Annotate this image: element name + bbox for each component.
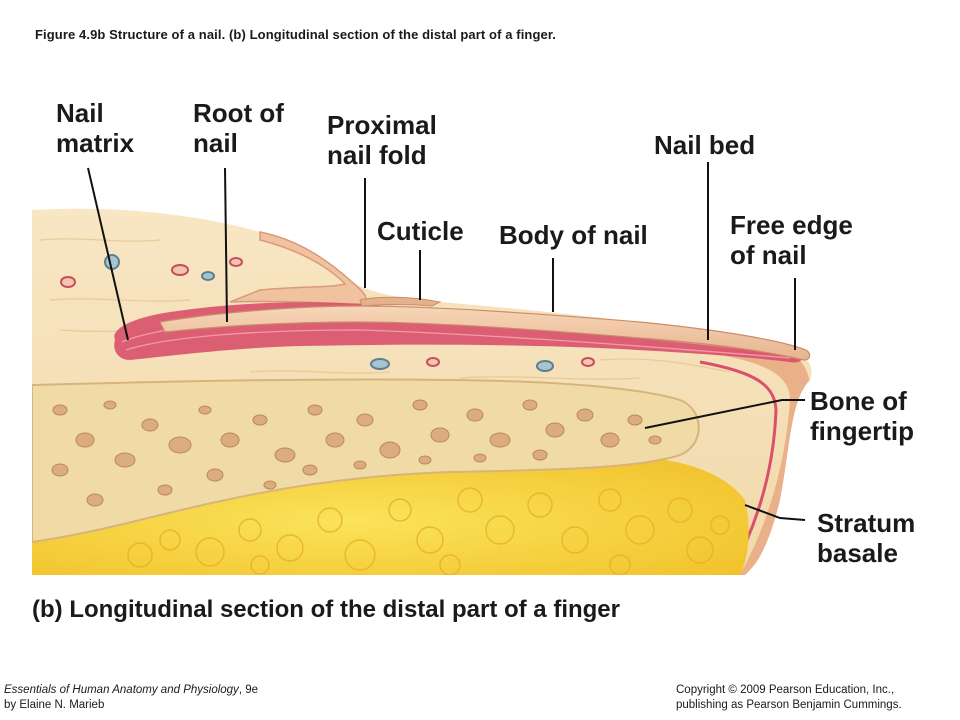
leader-root-of-nail (224, 167, 228, 323)
label-body-of-nail-line1: Body of nail (499, 220, 648, 250)
label-bone-line1: Bone of (810, 386, 907, 416)
leader-stratum-basale (744, 504, 806, 521)
bone (32, 378, 700, 544)
bone-pores (51, 399, 662, 507)
label-proximal-nail-fold-line1: Proximal (327, 110, 437, 140)
label-nail-matrix-line1: Nail (56, 98, 104, 128)
label-stratum-basale: Stratum basale (817, 508, 915, 568)
leader-bone-of-fingertip (644, 399, 805, 429)
label-cuticle: Cuticle (377, 216, 464, 246)
footer-author: by Elaine N. Marieb (4, 699, 105, 711)
label-proximal-nail-fold: Proximal nail fold (327, 110, 437, 170)
label-nail-matrix: Nail matrix (56, 98, 134, 158)
proximal-nail-fold (229, 231, 367, 305)
cuticle-tissue (359, 296, 442, 307)
label-free-edge-of-nail: Free edge of nail (730, 210, 853, 270)
label-nail-matrix-line2: matrix (56, 128, 135, 158)
label-cuticle-line1: Cuticle (377, 216, 464, 246)
label-stratum-line1: Stratum (817, 508, 916, 538)
label-nail-bed-line1: Nail bed (654, 130, 756, 160)
footer-copyright-line1: Copyright © 2009 Pearson Education, Inc.… (676, 684, 895, 696)
footer-book-title: Essentials of Human Anatomy and Physiolo… (4, 684, 239, 696)
sub-caption: (b) Longitudinal section of the distal p… (32, 596, 620, 623)
leader-nail-matrix (87, 167, 129, 341)
fat-cells (127, 487, 730, 575)
stratum-basale-layer (699, 360, 778, 575)
label-nail-bed: Nail bed (654, 130, 755, 160)
label-free-edge-line1: Free edge (730, 210, 853, 240)
leader-lines (87, 162, 806, 521)
label-root-of-nail: Root of nail (193, 98, 284, 158)
footer-edition: , 9e (238, 684, 258, 696)
label-body-of-nail: Body of nail (499, 220, 648, 250)
nail-plate (159, 305, 811, 361)
label-stratum-line2: basale (817, 538, 898, 568)
label-bone-line2: fingertip (810, 416, 914, 446)
footer-copyright: Copyright © 2009 Pearson Education, Inc.… (676, 683, 902, 713)
label-bone-of-fingertip: Bone of fingertip (810, 386, 914, 446)
label-free-edge-line2: of nail (730, 240, 807, 270)
label-root-of-nail-line2: nail (193, 128, 238, 158)
label-proximal-nail-fold-line2: nail fold (327, 140, 427, 170)
label-root-of-nail-line1: Root of (193, 98, 284, 128)
figure-caption: Figure 4.9b Structure of a nail. (b) Lon… (35, 27, 556, 42)
footer-copyright-line2: publishing as Pearson Benjamin Cummings. (676, 699, 902, 711)
footer-book-credit: Essentials of Human Anatomy and Physiolo… (4, 683, 258, 713)
